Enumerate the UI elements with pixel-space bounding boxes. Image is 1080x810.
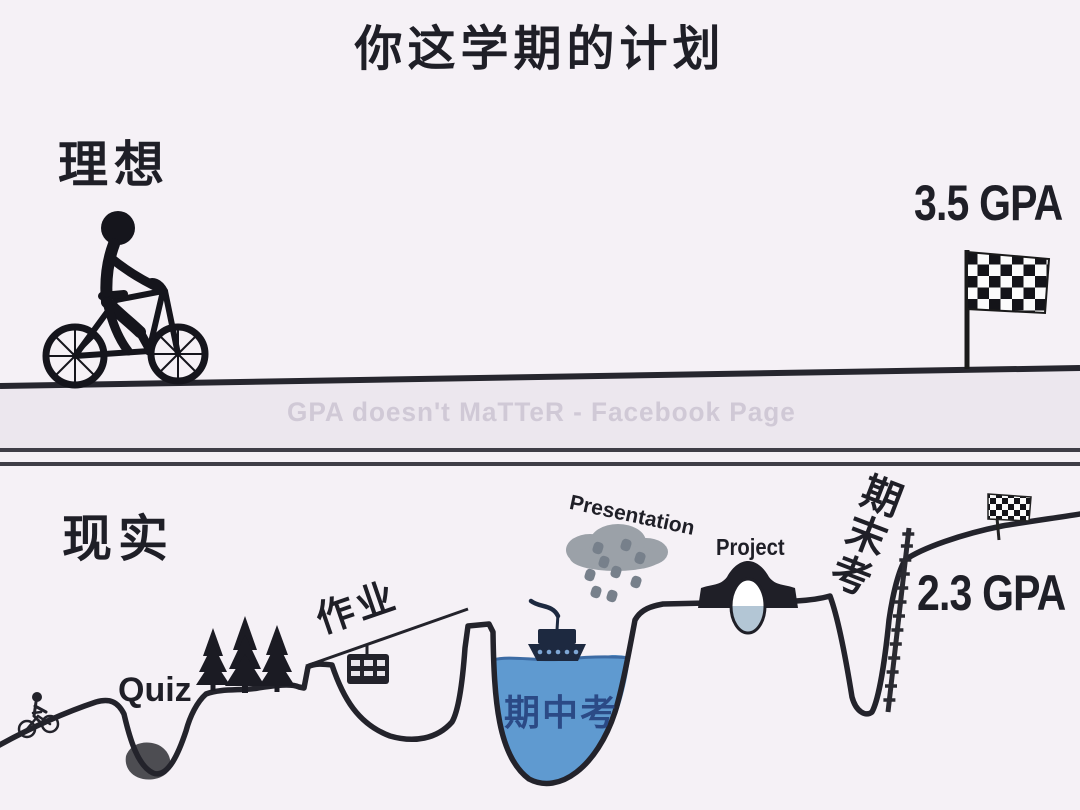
project-label: Project — [716, 534, 785, 560]
cable-car-icon — [305, 607, 469, 684]
reality-label: 现实 — [62, 511, 174, 567]
meme-title: 你这学期的计划 — [354, 23, 726, 76]
storm-cloud-icon — [566, 524, 668, 603]
midterm-label: 期中考 — [504, 692, 619, 733]
ship-icon — [528, 598, 586, 661]
small-finish-flag-icon — [987, 493, 1032, 541]
quiz-label: Quiz — [118, 671, 192, 709]
pine-trees-icon — [196, 616, 295, 693]
panel-divider — [0, 448, 1080, 466]
ideal-label: 理想 — [58, 137, 170, 193]
final-exam-ladder-icon — [883, 527, 915, 713]
finish-flag-icon — [964, 250, 1051, 369]
watermark-text: GPA doesn't MaTTeR - Facebook Page — [287, 397, 796, 427]
reality-terrain-outline — [0, 511, 1080, 787]
project-tunnel-icon — [698, 561, 798, 635]
road-strip — [0, 371, 1080, 448]
reality-cyclist-icon — [17, 692, 60, 739]
reality-gpa-label: 2.3 GPA — [917, 565, 1066, 621]
ideal-gpa-label: 3.5 GPA — [914, 175, 1063, 231]
ideal-cyclist-icon — [42, 211, 209, 389]
